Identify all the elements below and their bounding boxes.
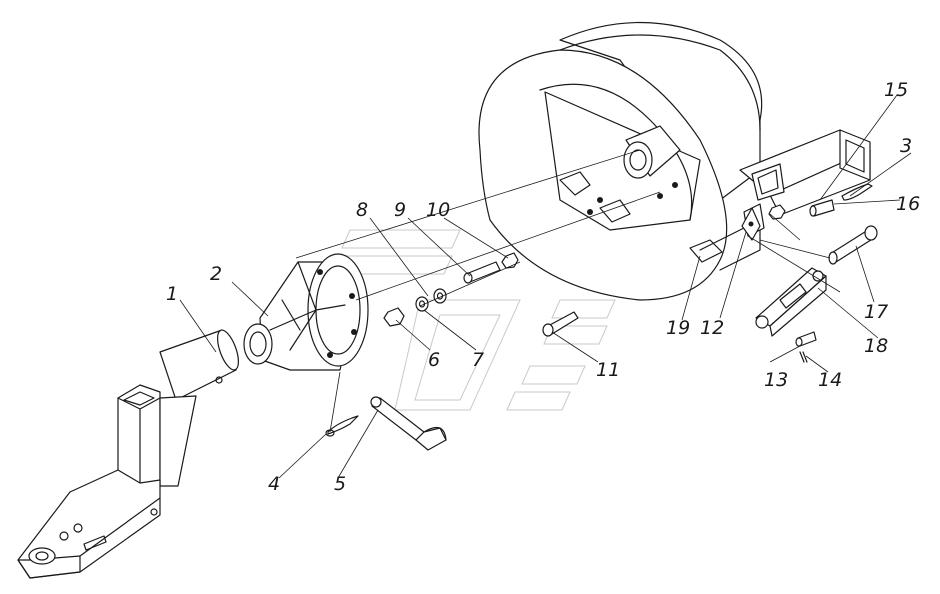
part-5-l-pin: [370, 396, 447, 451]
part-17-eye-pin: [828, 225, 878, 265]
callout-19: 19: [666, 317, 690, 339]
part-14-pin: [795, 331, 817, 347]
callout-6: 6: [428, 349, 440, 371]
callout-10: 10: [426, 199, 450, 221]
callout-1: 1: [166, 283, 178, 305]
part-7-washer: [415, 296, 429, 312]
part-10-nut: [501, 252, 519, 269]
leader-lines: [179, 94, 912, 479]
part-11-pin: [542, 311, 579, 337]
part-2-hub: [243, 253, 369, 371]
part-9-bolt: [463, 261, 501, 284]
callout-14: 14: [818, 369, 842, 391]
callout-7: 7: [472, 349, 484, 371]
callout-3: 3: [900, 135, 912, 157]
part-16-pin: [809, 199, 835, 217]
callout-15: 15: [884, 79, 908, 101]
callout-labels: 1 2 3 4 5 6 7 8 9 10 11 12 13 14 15 16 1…: [166, 79, 920, 495]
part-1-bracket: [17, 329, 239, 579]
callout-12: 12: [700, 317, 724, 339]
part-12-plate: [741, 207, 761, 241]
part-3-clip: [841, 183, 873, 201]
callout-9: 9: [394, 199, 406, 221]
part-nut-15: [768, 204, 786, 220]
callout-5: 5: [334, 473, 346, 495]
part-18-hinge: [755, 267, 827, 337]
part-6-nut: [383, 307, 405, 327]
part-19-shield: [478, 21, 765, 301]
callout-18: 18: [864, 335, 888, 357]
callout-8: 8: [356, 199, 368, 221]
callout-17: 17: [864, 301, 888, 323]
part-8-washer: [433, 288, 447, 304]
shield-bearing: [623, 125, 681, 179]
part-13-spring-pin: [799, 351, 808, 363]
watermark-logo: [333, 229, 616, 411]
callout-11: 11: [596, 359, 620, 381]
callout-4: 4: [268, 473, 280, 495]
callout-2: 2: [210, 263, 222, 285]
callout-13: 13: [764, 369, 788, 391]
callout-16: 16: [896, 193, 920, 215]
